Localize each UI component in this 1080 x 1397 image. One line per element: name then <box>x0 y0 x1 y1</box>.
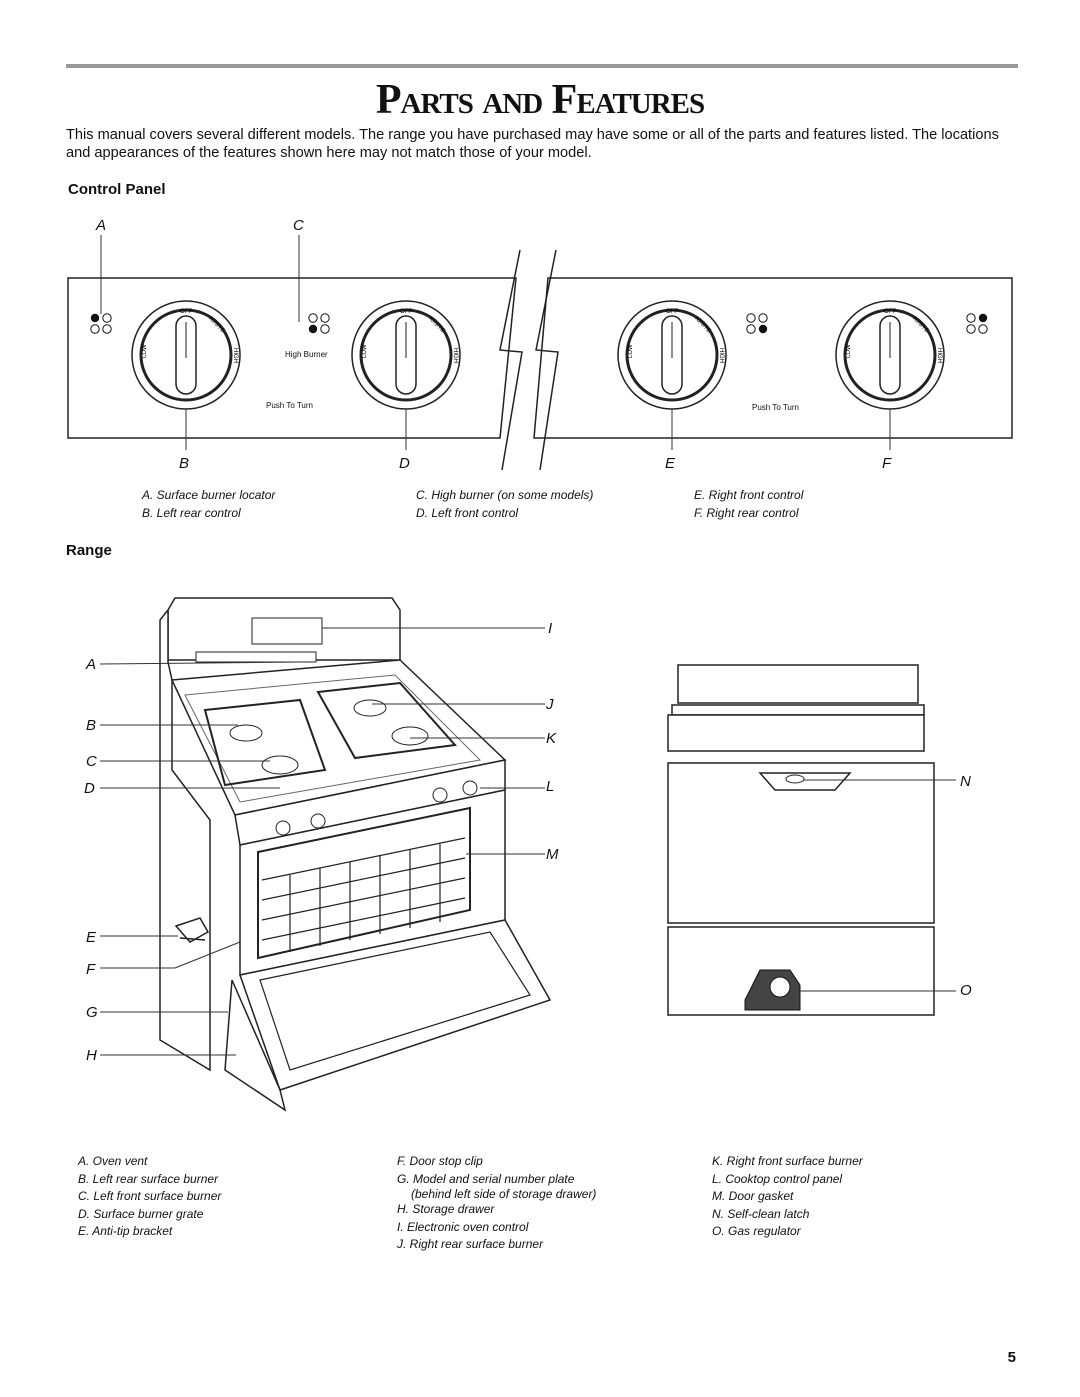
svg-text:OFF: OFF <box>400 309 412 315</box>
page-number: 5 <box>1007 1349 1016 1366</box>
push-to-turn-text: Push To Turn <box>266 401 313 410</box>
knob-right-rear: OFF IGNITE LOW HIGH <box>835 300 945 410</box>
svg-text:OFF: OFF <box>180 309 192 315</box>
callout-label-b: B <box>179 455 190 472</box>
callout-label-l: L <box>546 778 555 795</box>
burner-locator-icon <box>308 313 330 334</box>
intro-paragraph: This manual covers several different mod… <box>66 127 999 161</box>
callout-label-d: D <box>399 455 410 472</box>
callout-label-k: K <box>546 730 557 747</box>
callout-label-i: I <box>548 620 553 637</box>
callout-label-b: B <box>86 717 97 734</box>
control-panel-heading: Control Panel <box>68 181 166 198</box>
callout-label-j: J <box>546 696 554 713</box>
knob-left-rear: OFF IGNITE LOW HIGH <box>131 300 241 410</box>
svg-text:HIGH: HIGH <box>452 348 458 363</box>
callout-label-d: D <box>84 780 95 797</box>
svg-text:HIGH: HIGH <box>232 348 238 363</box>
callout-label-g: G <box>86 1004 98 1021</box>
range-rear-diagram <box>667 664 956 1016</box>
callout-label-o: O <box>960 982 972 999</box>
svg-text:HIGH: HIGH <box>718 348 724 363</box>
range-heading: Range <box>66 542 112 559</box>
burner-locator-icon <box>746 313 768 334</box>
page-title: Parts and Features <box>375 77 705 123</box>
svg-text:LOW: LOW <box>142 344 148 358</box>
range-front-diagram <box>99 597 552 1112</box>
callout-label-a: A <box>86 656 97 673</box>
callout-label-h: H <box>86 1047 97 1064</box>
callout-label-e: E <box>86 929 97 946</box>
callout-label-c: C <box>293 217 304 234</box>
control-panel-legend-col2: C. High burner (on some models)D. Left f… <box>416 488 594 520</box>
high-burner-text: High Burner <box>285 350 328 359</box>
svg-text:LOW: LOW <box>362 344 368 358</box>
knob-left-front: OFF IGNITE LOW HIGH <box>351 300 461 410</box>
svg-text:LOW: LOW <box>846 344 852 358</box>
knob-right-front: OFF IGNITE LOW HIGH <box>617 300 727 410</box>
callout-label-f: F <box>882 455 892 472</box>
callout-label-c: C <box>86 753 97 770</box>
svg-text:LOW: LOW <box>628 344 634 358</box>
callout-label-a: A <box>96 217 107 234</box>
callout-label-n: N <box>960 773 971 790</box>
svg-text:OFF: OFF <box>666 309 678 315</box>
burner-locator-icon <box>90 313 112 334</box>
svg-text:OFF: OFF <box>884 309 896 315</box>
burner-locator-icon <box>966 313 988 334</box>
svg-text:HIGH: HIGH <box>936 348 942 363</box>
top-rule <box>66 64 1018 68</box>
callout-label-m: M <box>546 846 559 863</box>
callout-label-e: E <box>665 455 676 472</box>
callout-label-f: F <box>86 961 96 978</box>
push-to-turn-text: Push To Turn <box>752 403 799 412</box>
